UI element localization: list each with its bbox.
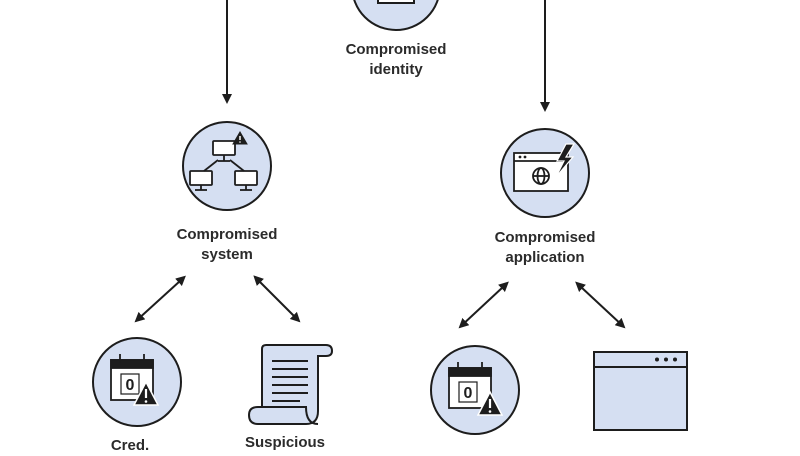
network-alert-icon bbox=[189, 131, 258, 191]
arrow-app-browser bbox=[575, 281, 626, 329]
calendar-warning-icon bbox=[110, 354, 160, 406]
arrow-system-left-calendar bbox=[134, 275, 186, 323]
system-label: Compromised system bbox=[154, 225, 300, 265]
attack-chain-diagram: 0 0 bbox=[92, 0, 688, 435]
calendar-warning-icon bbox=[448, 362, 504, 416]
system-node bbox=[182, 121, 272, 211]
identity-label-line1: Compromised bbox=[345, 41, 447, 58]
left-calendar-label-line1: Cred. bbox=[110, 437, 150, 454]
arrow-app-right-calendar bbox=[458, 281, 509, 329]
system-label-line2: system bbox=[201, 246, 253, 263]
scroll-icon bbox=[247, 344, 334, 425]
identity-node bbox=[353, 0, 439, 31]
identity-label: Compromised identity bbox=[326, 40, 466, 80]
scroll-label-line1: Suspicious bbox=[244, 434, 326, 451]
left-calendar-label: Cred. bbox=[60, 436, 200, 456]
id-card-icon bbox=[377, 0, 415, 4]
application-label: Compromised application bbox=[470, 228, 620, 268]
left-calendar-day: 0 bbox=[126, 377, 135, 394]
identity-label-line2: identity bbox=[369, 61, 423, 78]
right-calendar-day: 0 bbox=[464, 385, 473, 402]
browser-window-icon bbox=[593, 351, 688, 431]
app-window-attack-icon bbox=[513, 143, 576, 192]
arrow-system-scroll bbox=[253, 275, 301, 323]
right-calendar-node: 0 bbox=[430, 345, 520, 435]
left-calendar-node: 0 bbox=[92, 337, 182, 427]
application-label-line2: application bbox=[505, 249, 585, 266]
system-label-line1: Compromised bbox=[176, 226, 278, 243]
application-node bbox=[500, 128, 590, 218]
application-label-line1: Compromised bbox=[494, 229, 596, 246]
scroll-label: Suspicious bbox=[230, 433, 340, 453]
